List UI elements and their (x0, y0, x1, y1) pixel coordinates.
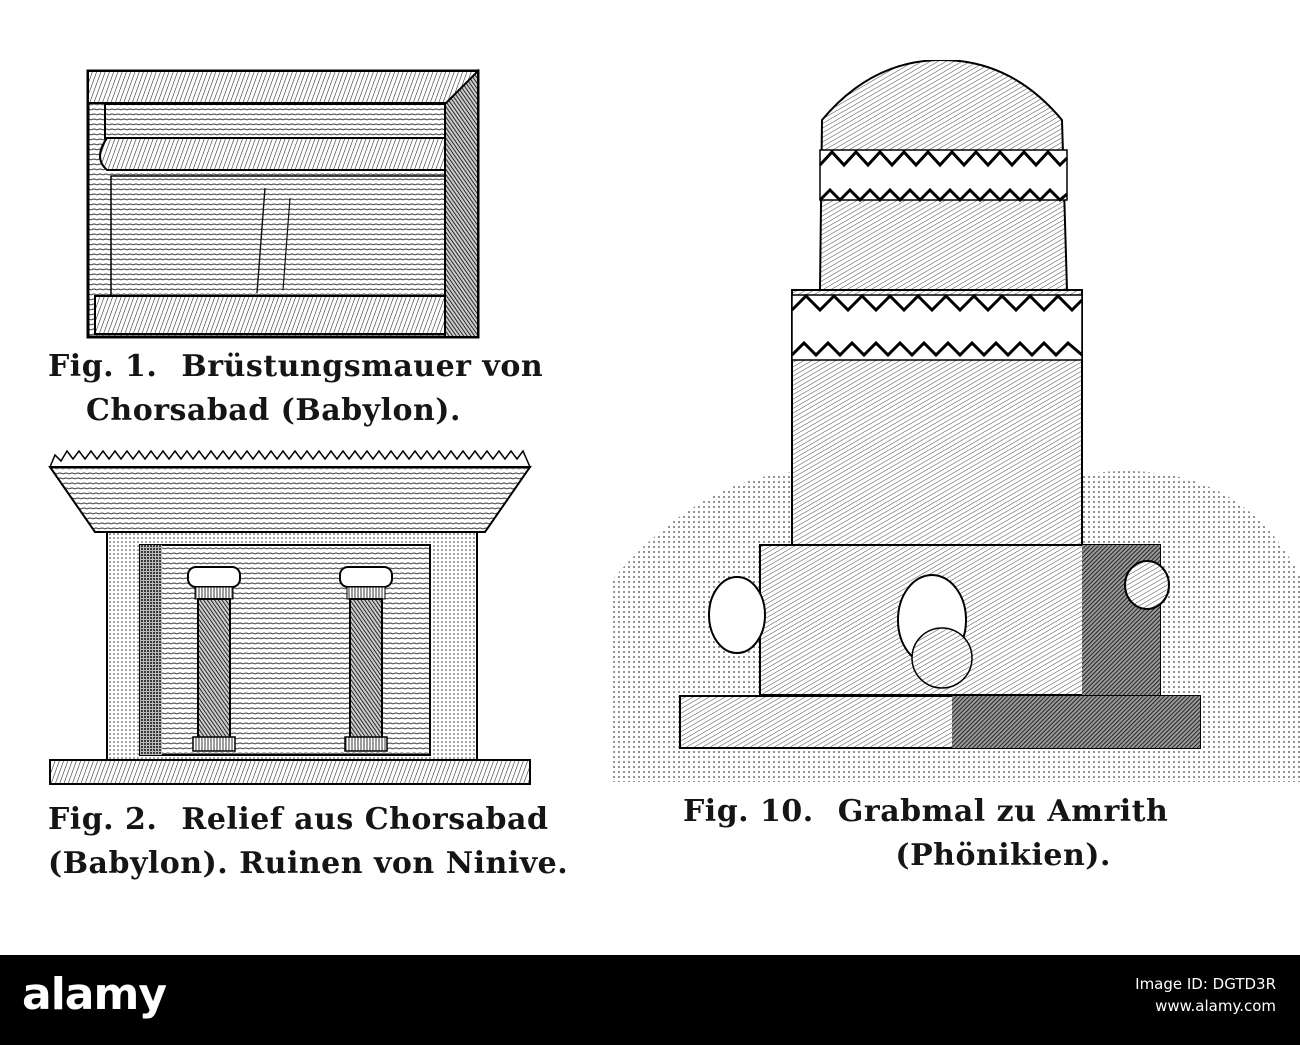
figure-10-number: Fig. 10. (683, 794, 814, 829)
figure-2-caption: Fig. 2. Relief aus Chorsabad (Babylon). R… (48, 798, 568, 886)
site-url: www.alamy.com (1155, 997, 1276, 1015)
figure-10-caption-line1: Fig. 10. Grabmal zu Amrith (683, 790, 1168, 834)
figure-1-caption-line2: Chorsabad (Babylon). (86, 393, 461, 428)
figure-2-caption-line1: Fig. 2. Relief aus Chorsabad (48, 798, 568, 842)
figure-10-title: Grabmal zu Amrith (837, 794, 1169, 829)
figure-10-tomb-illustration (612, 60, 1300, 782)
figure-2-number: Fig. 2. (48, 802, 158, 837)
figure-1-title: Brüstungsmauer von (181, 349, 544, 384)
figure-10-caption-line2: (Phönikien). (895, 838, 1111, 873)
figure-1-parapet-wall-illustration (86, 68, 480, 339)
image-info: Image ID: DGTD3R www.alamy.com (1135, 973, 1276, 1017)
brand-logo: alamy (22, 969, 167, 1020)
figure-1-number: Fig. 1. (48, 349, 158, 384)
figure-10-caption: Fig. 10. Grabmal zu Amrith (Phönikien). (683, 790, 1168, 878)
figure-2-caption-line2: (Babylon). Ruinen von Ninive. (48, 846, 569, 881)
figure-2-relief-illustration (48, 449, 532, 785)
image-id: Image ID: DGTD3R (1135, 975, 1276, 993)
brand-name: alamy (22, 969, 167, 1020)
figure-2-title: Relief aus Chorsabad (181, 802, 549, 837)
watermark-footer-bar: alamy Image ID: DGTD3R www.alamy.com (0, 955, 1300, 1045)
figure-1-caption-line1: Fig. 1. Brüstungsmauer von (48, 345, 543, 389)
figure-1-caption: Fig. 1. Brüstungsmauer von Chorsabad (Bab… (48, 345, 543, 433)
